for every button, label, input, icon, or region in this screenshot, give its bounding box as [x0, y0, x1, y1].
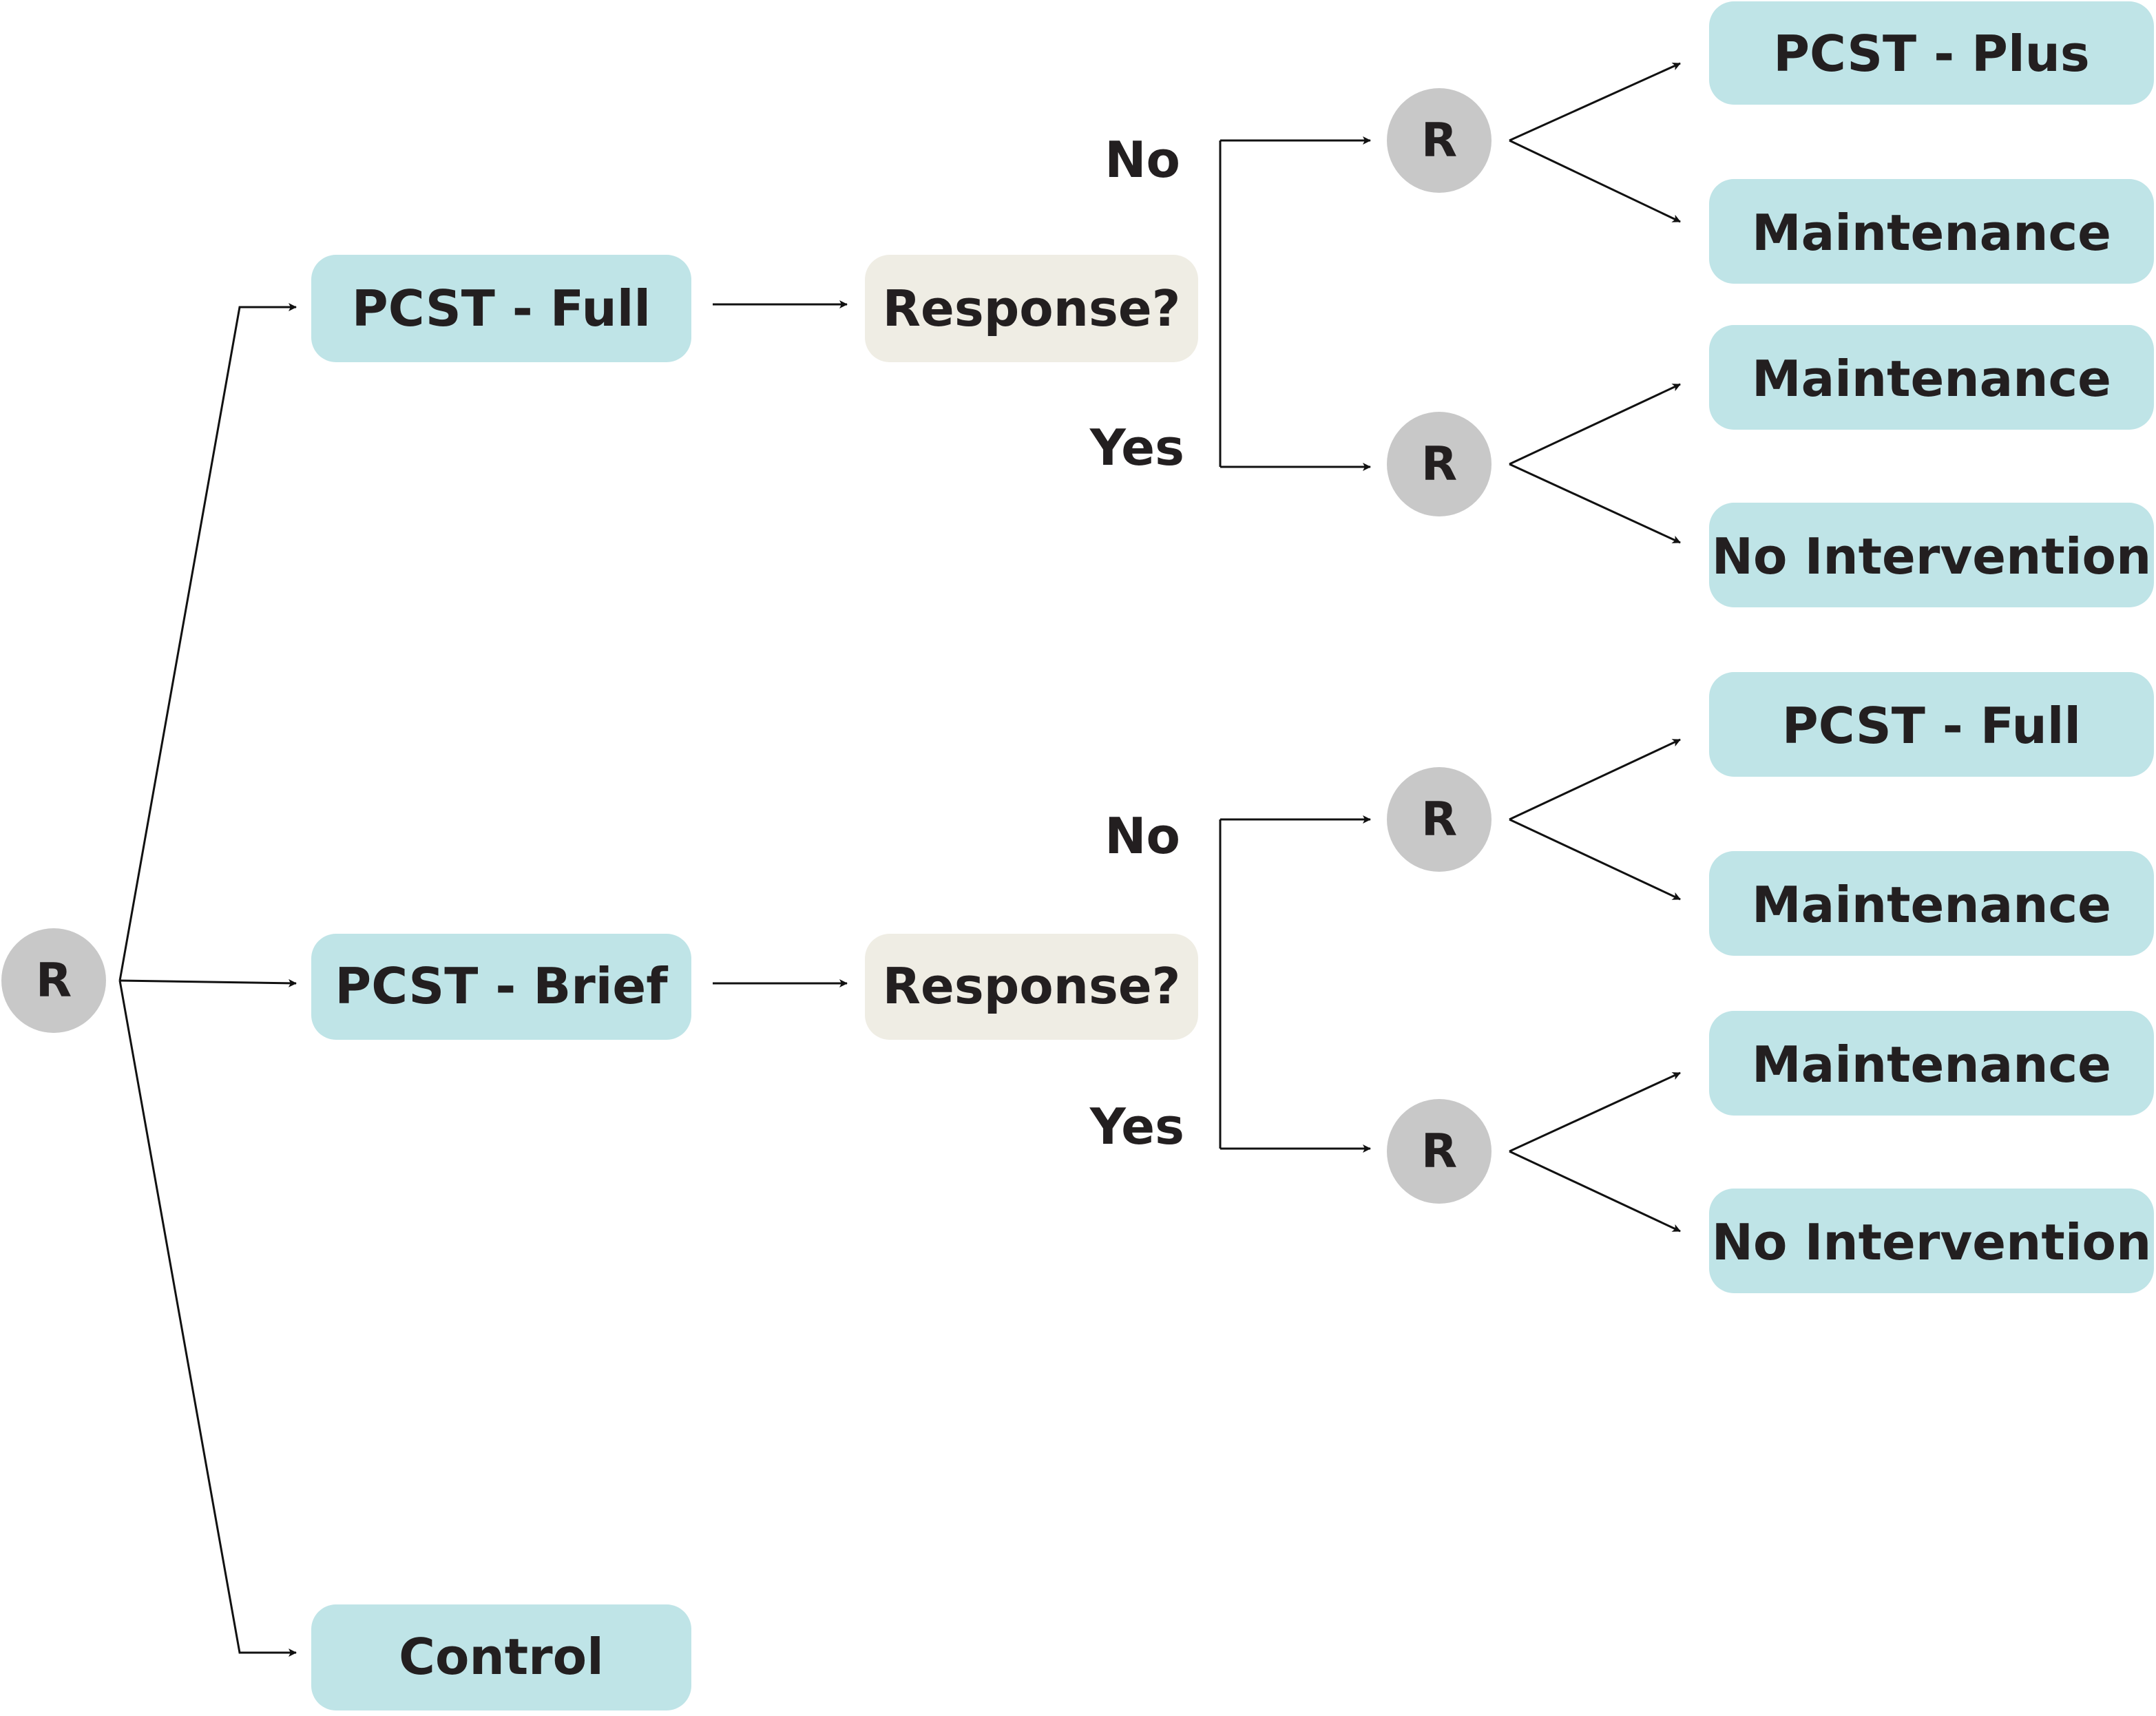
r3-to-full-connector — [1509, 738, 1681, 821]
option-label: Maintenance — [1752, 876, 2111, 934]
response-question-box — [865, 255, 1198, 362]
answer-no-label: No — [1105, 807, 1180, 865]
option-label: PCST - Plus — [1773, 25, 2090, 83]
connectors — [118, 62, 1681, 1657]
option-label: Maintenance — [1752, 204, 2111, 262]
response-question-label: Response? — [883, 957, 1181, 1015]
option-box — [1709, 1, 2154, 105]
r1-to-maint-connector — [1509, 139, 1681, 223]
option-box — [1709, 1189, 2154, 1293]
option-label: PCST - Full — [1782, 697, 2081, 755]
response-question-box — [865, 934, 1198, 1040]
option-box — [1709, 179, 2154, 284]
root-to-control-connector — [118, 980, 297, 1657]
r2-to-maint-connector — [1509, 383, 1681, 465]
root-to-full-connector — [118, 303, 297, 981]
treatment-box — [311, 1604, 691, 1710]
r4-to-maint-connector — [1509, 1071, 1681, 1153]
option-box — [1709, 851, 2154, 956]
treatment-label: PCST - Brief — [335, 957, 668, 1015]
answer-yes-label: Yes — [1089, 419, 1184, 477]
randomization-label: R — [1421, 1124, 1457, 1179]
arm-pcst-brief: PCST - Brief Response? No Yes R R PCST -… — [311, 672, 2154, 1293]
randomization-label: R — [1421, 437, 1457, 492]
option-label: No Intervention — [1712, 527, 2151, 585]
option-box — [1709, 672, 2154, 777]
treatment-label: Control — [399, 1628, 604, 1686]
arm-pcst-full: PCST - Full Response? No Yes R R PCST - … — [311, 1, 2154, 607]
r1-to-plus-connector — [1509, 62, 1681, 142]
root-to-brief-connector — [119, 979, 297, 987]
randomization-node — [1387, 88, 1492, 193]
randomization-label: R — [1421, 114, 1457, 168]
r4-to-noint-connector — [1509, 1150, 1681, 1233]
treatment-box — [311, 934, 691, 1040]
option-label: Maintenance — [1752, 350, 2111, 408]
response-question-label: Response? — [883, 280, 1181, 337]
randomization-node — [1387, 1099, 1492, 1204]
root-circle — [1, 928, 106, 1033]
treatment-box — [311, 255, 691, 362]
r3-to-maint-connector — [1509, 818, 1681, 901]
arm-control: Control — [311, 1604, 691, 1710]
option-label: Maintenance — [1752, 1036, 2111, 1094]
option-label: No Intervention — [1712, 1213, 2151, 1271]
option-box — [1709, 1011, 2154, 1116]
answer-no-label: No — [1105, 131, 1180, 189]
randomization-node — [1387, 767, 1492, 872]
r2-to-noint-connector — [1509, 463, 1681, 544]
root-randomization-node: R — [1, 928, 106, 1033]
randomization-node — [1387, 412, 1492, 516]
answer-yes-label: Yes — [1089, 1098, 1184, 1155]
option-box — [1709, 325, 2154, 430]
option-box — [1709, 503, 2154, 607]
treatment-label: PCST - Full — [352, 280, 651, 337]
randomization-label: R — [1421, 793, 1457, 847]
root-label: R — [36, 954, 72, 1008]
